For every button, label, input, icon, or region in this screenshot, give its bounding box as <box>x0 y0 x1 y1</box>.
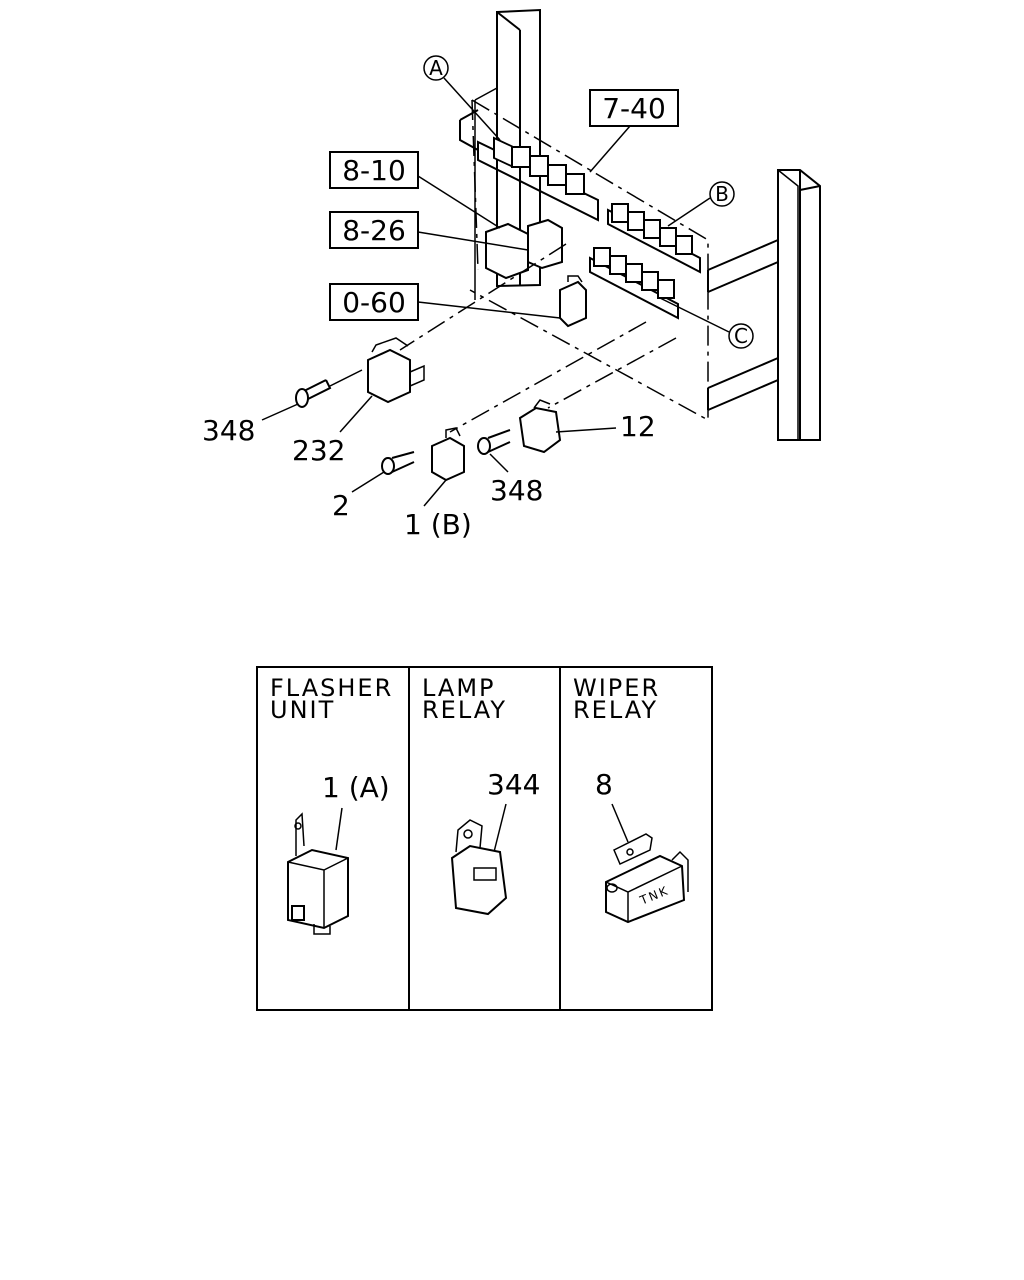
lamp-relay-344 <box>450 819 508 916</box>
label-2: 2 <box>332 471 385 522</box>
bolt-348-left <box>295 369 363 408</box>
column-header-line2: RELAY <box>573 696 658 724</box>
ref-box-8-10-label: 8-10 <box>342 154 406 187</box>
relay-row-a <box>459 109 599 222</box>
variant-column-wiper-relay: WIPER RELAY 8 TNK <box>573 674 689 924</box>
ref-box-0-60: 0-60 <box>329 283 561 321</box>
label-1b: 1 (B) <box>404 479 472 541</box>
part-number-1b: 1 (B) <box>404 508 472 541</box>
ref-box-7-40: 7-40 <box>589 89 679 173</box>
variant-column-flasher-unit: FLASHER UNIT 1 (A) <box>270 674 393 935</box>
flasher-unit-1a <box>287 812 349 935</box>
relay-block-row-a <box>493 136 585 195</box>
circle-label-c-text: C <box>734 324 748 348</box>
wiper-relay-8: TNK <box>605 833 689 924</box>
column-header-line1: FLASHER <box>270 674 393 702</box>
flasher-232 <box>367 337 425 404</box>
relay-12 <box>518 399 562 454</box>
ref-box-7-40-label: 7-40 <box>602 92 666 125</box>
part-number-2: 2 <box>332 489 350 522</box>
label-348-left: 348 <box>202 403 299 447</box>
part-number-12: 12 <box>620 410 656 443</box>
circle-label-b: B <box>667 181 735 227</box>
relay-mounting-panel <box>469 99 709 422</box>
part-number-344: 344 <box>487 768 540 801</box>
bolt-348-right <box>477 429 511 455</box>
circle-label-a-text: A <box>429 56 443 80</box>
label-12: 12 <box>555 410 656 443</box>
variant-column-lamp-relay: LAMP RELAY 344 <box>422 674 540 916</box>
ref-box-8-26: 8-26 <box>329 211 529 251</box>
flasher-1b <box>431 427 465 482</box>
relay-row-c <box>589 247 679 320</box>
explode-lines <box>399 243 677 433</box>
variants-table: FLASHER UNIT 1 (A) LAMP RELAY 344 <box>256 666 713 1011</box>
ref-box-0-60-label: 0-60 <box>342 286 406 319</box>
panel-relay-0-60 <box>559 275 587 328</box>
circle-label-b-text: B <box>715 182 729 206</box>
part-number-1a: 1 (A) <box>322 771 390 804</box>
column-header-line2: UNIT <box>270 696 335 724</box>
part-number-348-left: 348 <box>202 414 255 447</box>
circle-label-c: C <box>659 297 754 349</box>
bolt-2 <box>381 451 415 475</box>
part-number-8: 8 <box>595 768 613 801</box>
column-header-line1: WIPER <box>573 674 660 702</box>
ref-box-8-26-label: 8-26 <box>342 214 406 247</box>
part-number-232: 232 <box>292 434 345 467</box>
circle-label-a: A <box>423 55 501 141</box>
label-232: 232 <box>292 395 373 467</box>
part-number-348-right: 348 <box>490 474 543 507</box>
label-348-right: 348 <box>489 453 543 507</box>
ref-box-8-10: 8-10 <box>329 151 501 229</box>
column-header-line2: RELAY <box>422 696 507 724</box>
frame-rail-right <box>707 169 821 441</box>
column-header-line1: LAMP <box>422 674 496 702</box>
relay-row-b <box>607 203 701 274</box>
panel-relay-8-10 <box>485 222 529 280</box>
panel-relay-8-26 <box>527 218 563 270</box>
